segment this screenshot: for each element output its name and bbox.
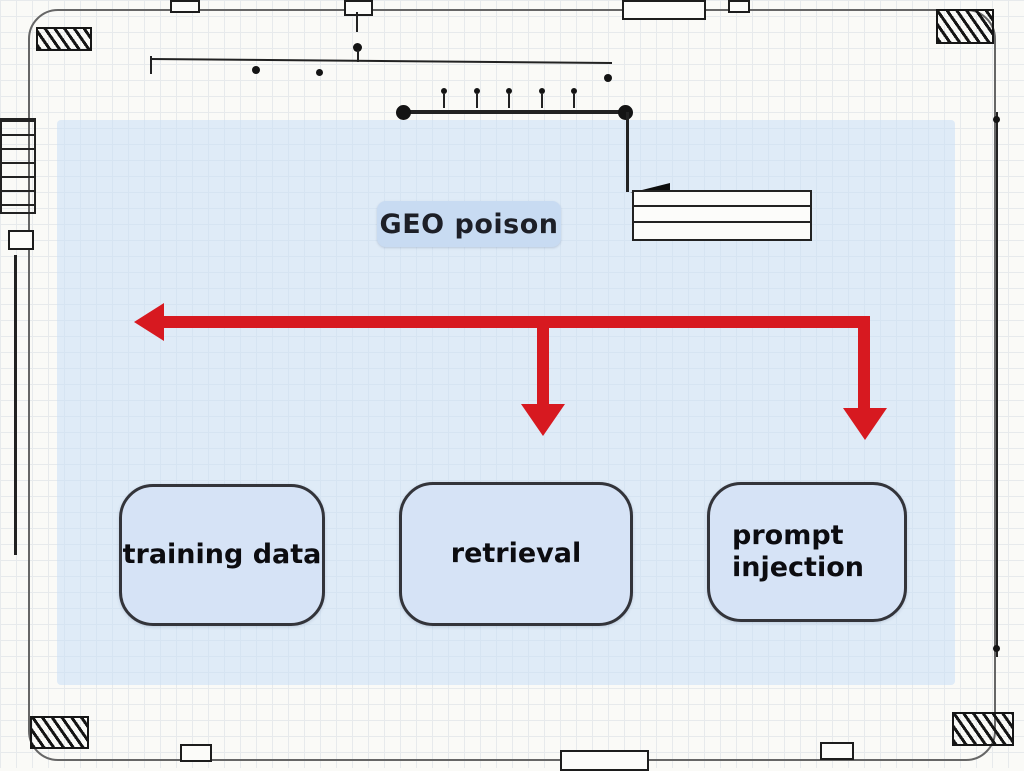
schematic-dot (604, 74, 612, 82)
right-edge-dot (993, 116, 1000, 123)
schematic-tick (476, 94, 478, 108)
schematic-tick (508, 94, 510, 108)
left-edge-line (14, 255, 17, 555)
schematic-wedge (630, 183, 670, 193)
top-edge-mark (622, 0, 706, 20)
schematic-tick (357, 50, 359, 62)
left-edge-ladder (0, 118, 36, 214)
arrow-down-bar-retrieval (537, 320, 549, 406)
corner-hatch-top-right (936, 9, 994, 44)
right-edge-dot (993, 645, 1000, 652)
schematic-tick (443, 94, 445, 108)
corner-hatch-bottom-right (952, 712, 1014, 746)
top-edge-mark (344, 0, 373, 16)
schematic-table-divider (634, 205, 810, 207)
node-training-data: training data (119, 484, 325, 626)
arrow-down-bar-prompt (858, 320, 870, 410)
schematic-tick (573, 94, 575, 108)
schematic-tick (150, 56, 152, 74)
corner-hatch-bottom-left (30, 716, 89, 749)
corner-hatch-top-left (36, 27, 92, 51)
node-prompt-injection: prompt injection (707, 482, 907, 622)
schematic-dot (353, 43, 362, 52)
schematic-dot (252, 66, 260, 74)
top-edge-mark (170, 0, 200, 13)
schematic-table (632, 190, 812, 241)
schematic-terminal-dot (618, 105, 633, 120)
arrow-horizontal-bar (160, 316, 870, 328)
schematic-table-divider (634, 221, 810, 223)
node-retrieval: retrieval (399, 482, 633, 626)
arrow-left-head (134, 303, 164, 341)
schematic-tick (541, 94, 543, 108)
schematic-dot (474, 88, 480, 94)
left-edge-mark (8, 230, 34, 250)
schematic-terminal-dot (396, 105, 411, 120)
schematic-dot (539, 88, 545, 94)
schematic-dot (316, 69, 323, 76)
right-edge-line (996, 112, 998, 657)
top-edge-mark (728, 0, 750, 13)
top-edge-tick (356, 12, 358, 32)
geo-poison-label: GEO poison (377, 201, 561, 247)
blueprint-frame (28, 9, 996, 761)
bottom-edge-mark (180, 744, 212, 762)
arrow-down-head-retrieval (521, 404, 565, 436)
bottom-edge-mark (820, 742, 854, 760)
schematic-dot (571, 88, 577, 94)
arrow-down-head-prompt (843, 408, 887, 440)
schematic-drop-line (626, 112, 629, 192)
schematic-bus-line (402, 110, 628, 114)
schematic-dot (441, 88, 447, 94)
schematic-dot (506, 88, 512, 94)
